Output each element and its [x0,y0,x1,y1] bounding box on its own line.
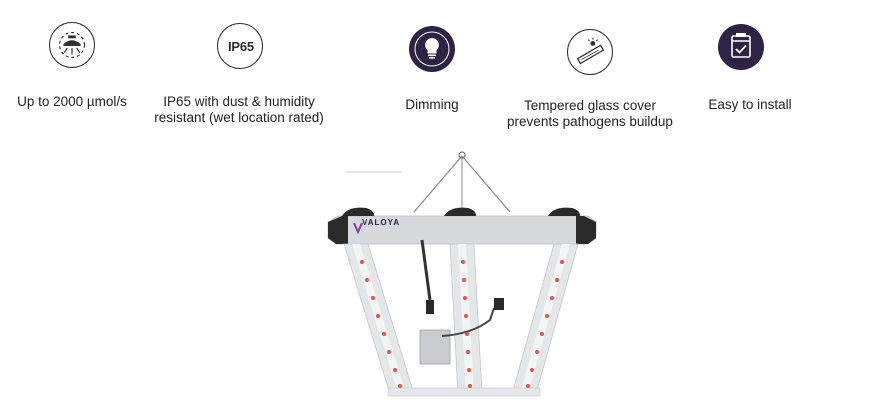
feature-label: Easy to install [708,97,792,112]
feature-label: Up to 2000 µmol/s [17,94,127,109]
install-box-icon [718,24,764,70]
led-grow-light-fixture: VALOYA [322,150,602,408]
feature-label: IP65 with dust & humidity resistant (wet… [154,94,324,125]
brand-logo-text: VALOYA [362,218,401,227]
light-fixture-icon [49,22,95,68]
light-bulb-icon [409,26,455,72]
feature-label: Dimming [405,97,459,112]
ip65-badge-icon: IP65 [217,23,263,69]
feature-label: Tempered glass cover prevents pathogens … [507,98,673,129]
glass-cover-icon [567,29,613,75]
ip65-badge-text: IP65 [228,39,254,54]
